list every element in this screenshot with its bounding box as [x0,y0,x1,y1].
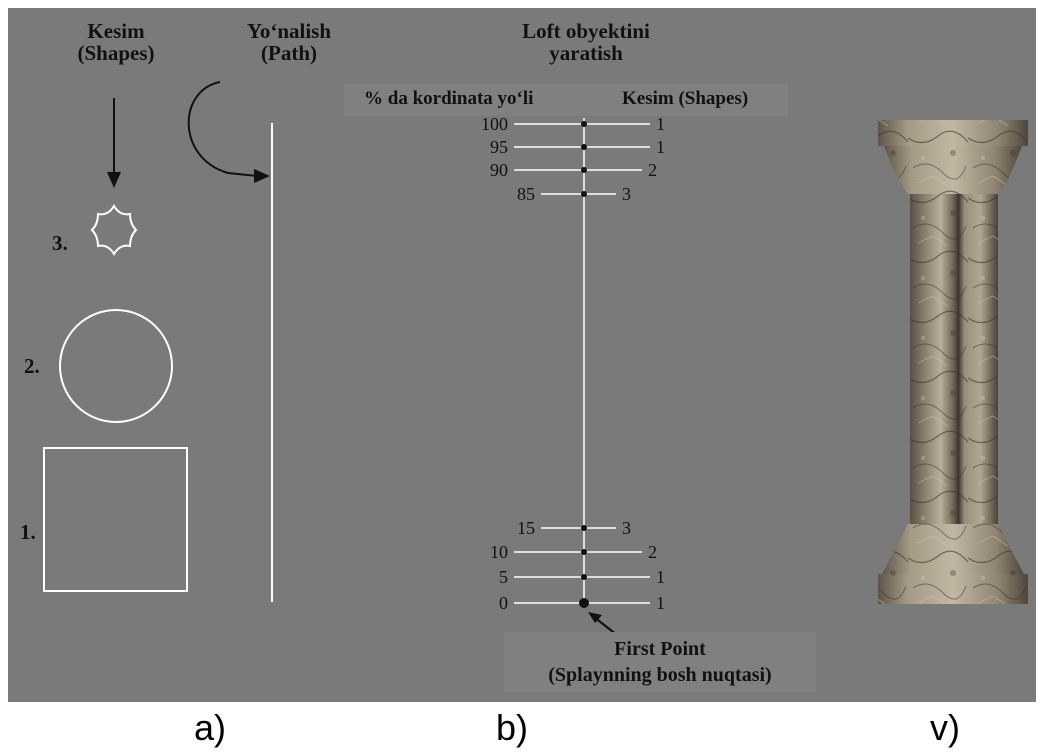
caption-v: v) [930,707,960,748]
shape-index-label: 3 [622,184,631,204]
path-title-line2: (Path) [261,41,317,65]
shapes-down-arrow [107,98,121,188]
shapes-title-line2: (Shapes) [77,41,155,65]
level-dot [581,167,587,173]
first-point-label: First Point (Splaynning bosh nuqtasi) [500,636,820,688]
diagram-panel: Kesim (Shapes) Yo‘nalish (Path) 3. 2. 1.… [8,8,1036,702]
shape-label-3: 3. [52,231,68,255]
loft-title: Loft obyektini yaratish [486,20,686,64]
level-dot [581,549,587,555]
header-plate [344,84,788,116]
path-title: Yo‘nalish (Path) [234,20,344,64]
caption-b: b) [495,707,528,748]
shape-index-label: 2 [648,542,657,562]
shapes-title-line1: Kesim [87,19,145,43]
path-curved-arrow [187,81,270,183]
level-dot [581,144,587,150]
percent-label: 0 [499,593,508,613]
caption-a: a) [193,707,226,748]
shapes-title: Kesim (Shapes) [66,20,166,64]
level-dot [581,574,587,580]
column-render [878,120,1028,604]
shape-index-label: 1 [656,593,665,613]
first-point-line2: (Splaynning bosh nuqtasi) [548,664,772,686]
shape-label-2: 2. [24,354,40,378]
shapes-header: Kesim (Shapes) [622,88,749,109]
level-dot [581,525,587,531]
percent-label: 95 [490,137,508,157]
first-point-plate [504,632,816,692]
shape-index-label: 1 [656,137,665,157]
percent-label: 85 [517,184,535,204]
path-title-line1: Yo‘nalish [246,19,332,43]
percent-label: 5 [499,567,508,587]
first-point-line1: First Point [614,638,706,660]
star-shape [90,204,138,256]
shape-index-label: 2 [648,160,657,180]
square-shape [43,447,188,592]
level-dot [581,191,587,197]
percent-label: 10 [490,542,508,562]
level-dot [581,121,587,127]
percent-label: 100 [481,114,508,134]
diagram-canvas [43,81,1028,636]
shape-label-1: 1. [20,520,36,544]
shape-index-label: 1 [656,567,665,587]
loft-title-line2: yaratish [549,41,623,65]
first-point-dot [579,598,589,608]
shape-index-label: 3 [622,518,631,538]
percent-label: 90 [490,160,508,180]
shape-index-label: 1 [656,114,665,134]
level-lines [514,121,650,608]
percent-header: % da kordinata yo‘li [364,88,534,109]
circle-shape [59,309,173,423]
percent-label: 15 [517,518,535,538]
loft-title-line1: Loft obyektini [522,19,650,43]
